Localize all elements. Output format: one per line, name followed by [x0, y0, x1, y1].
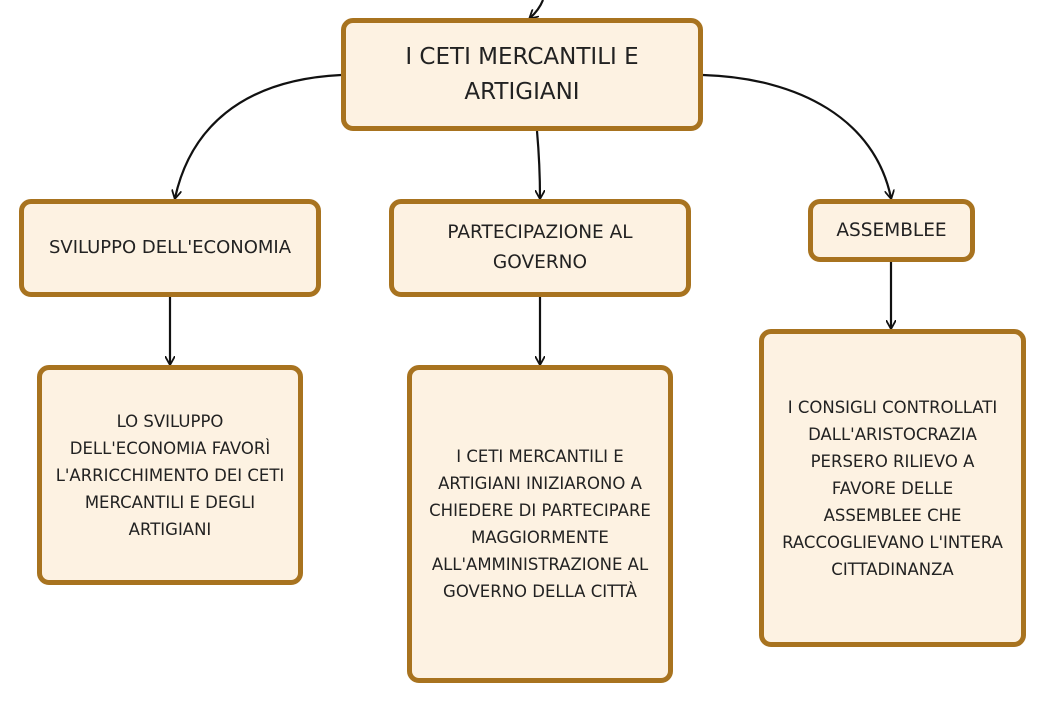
node-partecipazione-governo-detail[interactable]: I CETI MERCANTILI E ARTIGIANI INIZIARONO…: [407, 365, 673, 683]
connector-root-assemblee: [702, 73, 891, 198]
node-assemblee-detail[interactable]: I CONSIGLI CONTROLLATI DALL'ARISTOCRAZIA…: [759, 329, 1026, 647]
connector-root-partecipazione: [537, 130, 540, 198]
node-assemblee[interactable]: ASSEMBLEE: [808, 199, 975, 262]
node-sviluppo-economia[interactable]: SVILUPPO DELL'ECONOMIA: [19, 199, 321, 297]
node-sviluppo-economia-detail[interactable]: LO SVILUPPO DELL'ECONOMIA FAVORÌ L'ARRIC…: [37, 365, 303, 585]
connector-incoming: [530, 0, 545, 18]
node-root[interactable]: I CETI MERCANTILI E ARTIGIANI: [341, 18, 703, 131]
node-partecipazione-governo[interactable]: PARTECIPAZIONE AL GOVERNO: [389, 199, 691, 297]
connector-root-sviluppo: [175, 73, 342, 198]
